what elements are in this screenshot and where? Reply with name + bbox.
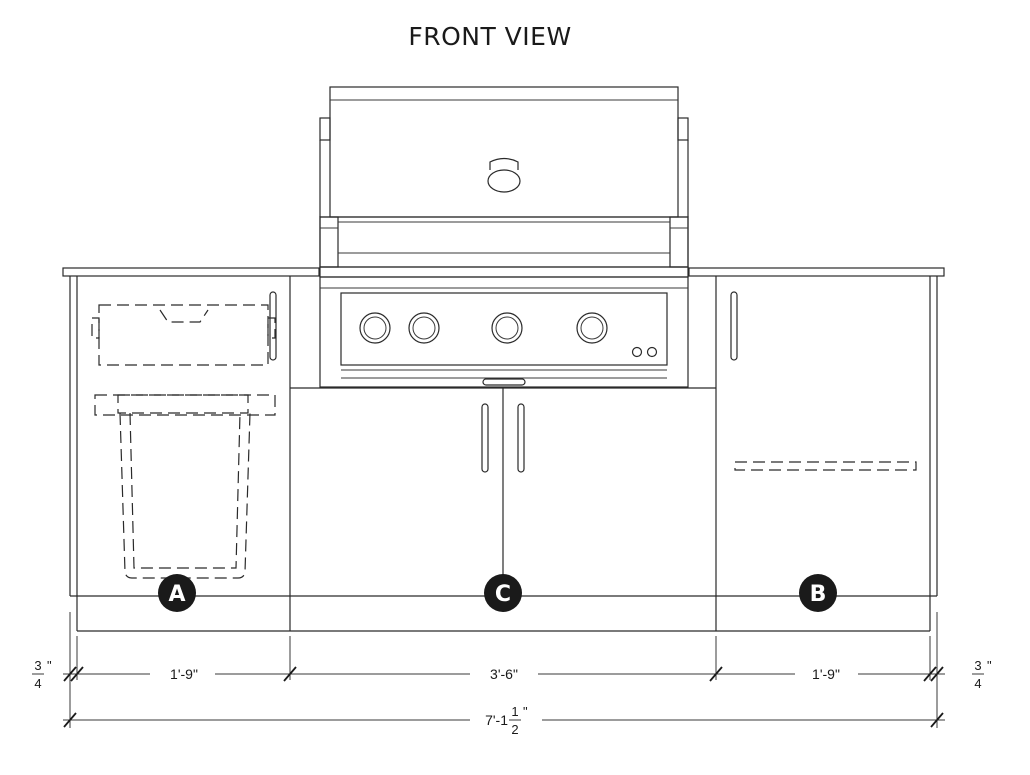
svg-text:": " [987,658,992,673]
door-handle-icon [517,403,525,473]
badge-label: C [495,582,511,607]
svg-text:": " [47,658,52,673]
door-handle-icon [730,291,738,361]
door-handle-icon [481,403,489,473]
badge-label: A [168,582,185,607]
dim-left-overhang: 3 4 " [32,658,52,691]
left-trash-drawer[interactable] [91,291,277,579]
hood-handle-icon [487,157,521,193]
grill-control-panel [319,276,689,388]
countertop [62,266,945,278]
svg-text:1: 1 [511,704,518,719]
control-knob-icon [491,312,523,344]
control-knob-icon [359,312,391,344]
cabinet-base [69,276,938,632]
control-knob-icon [408,312,440,344]
dim-overall: 7'-1 1 2 " [485,704,528,737]
dim-left-segment: 1'-9" [170,666,198,682]
grill-hood [319,86,689,218]
svg-text:": " [523,704,528,719]
indicator-light-icon [631,346,658,358]
control-knob-icon [576,312,608,344]
section-badge-a: A [158,574,196,612]
svg-text:3: 3 [974,658,981,673]
svg-text:3: 3 [34,658,41,673]
drawer-handle-icon [269,291,277,361]
drip-tray-handle [482,378,526,386]
center-door-left[interactable] [481,403,489,473]
dim-right-segment: 1'-9" [812,666,840,682]
dimension-lines [63,612,945,728]
svg-text:2: 2 [511,722,518,737]
section-badge-c: C [484,574,522,612]
grill-body [319,216,689,268]
dim-right-overhang: 3 4 " [972,658,992,691]
section-badge-b: B [799,574,837,612]
dim-center-segment: 3'-6" [490,666,518,682]
center-door-right[interactable] [517,403,525,473]
right-door[interactable] [730,291,917,471]
badge-label: B [810,582,827,607]
shelf-hidden-line [734,461,917,471]
svg-text:4: 4 [34,676,41,691]
svg-text:4: 4 [974,676,981,691]
drawing-title: FRONT VIEW [408,22,571,51]
svg-text:7'-1: 7'-1 [485,712,508,728]
